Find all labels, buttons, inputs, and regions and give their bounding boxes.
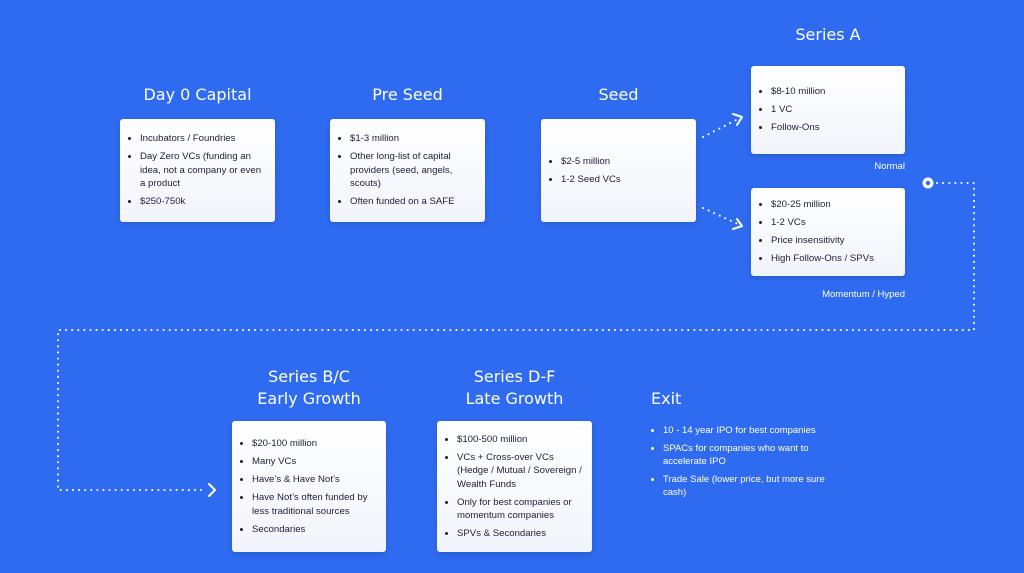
list-item: Price insensitivity [771,234,897,248]
connector-seed-to-normal [702,118,739,138]
stage-card-series-a-normal: $8-10 million 1 VC Follow-Ons [751,66,905,154]
list-item: Other long-list of capital providers (se… [350,150,477,191]
list-item: $1-3 million [350,132,477,146]
stage-title-seed: Seed [598,85,639,104]
stage-card-series-df: $100-500 million VCs + Cross-over VCs (H… [437,421,592,552]
list-item: 1-2 VCs [771,216,897,230]
list-item: Incubators / Foundries [140,132,267,146]
list-item: Have Not’s often funded by less traditio… [252,491,378,518]
stage-card-series-bc: $20-100 million Many VCs Have’s & Have N… [232,421,386,552]
exit-list: 10 - 14 year IPO for best companies SPAC… [649,424,848,504]
list-item: Trade Sale (lower price, but more sure c… [663,473,848,500]
list-item: $20-100 million [252,437,378,451]
list-item: SPVs & Secondaries [457,527,584,541]
list-item: $250-750k [140,195,267,209]
connector-row-wrap [57,182,975,491]
list-item: $8-10 million [771,85,897,99]
list-item: Follow-Ons [771,121,897,135]
list-item: 1 VC [771,103,897,117]
list-item: 10 - 14 year IPO for best companies [663,424,848,438]
arrowhead-hyped [732,218,743,230]
stage-card-seed: $2-5 million 1-2 Seed VCs [541,119,696,222]
list-item: Only for best companies or momentum comp… [457,496,584,523]
arrowhead-normal [732,113,743,126]
list-item: Many VCs [252,455,378,469]
stage-card-series-a-hyped: $20-25 million 1-2 VCs Price insensitivi… [751,188,905,276]
list-item: Secondaries [252,523,378,537]
connector-seed-to-hyped [702,207,739,225]
stage-title-day0: Day 0 Capital [143,85,252,104]
stage-title-exit: Exit [651,389,682,408]
list-item: 1-2 Seed VCs [561,173,688,187]
caption-normal: Normal [874,161,905,172]
list-item: $100-500 million [457,433,584,447]
stage-title-series-a: Series A [795,25,861,44]
list-item: VCs + Cross-over VCs (Hedge / Mutual / S… [457,451,584,492]
stage-title-line: Series D-F [473,367,556,386]
list-item: Have’s & Have Not’s [252,473,378,487]
caption-momentum-hyped: Momentum / Hyped [822,289,905,300]
stage-subtitle-line: Late Growth [465,389,564,408]
arrowhead-series-bc [208,483,216,497]
stage-title-preseed: Pre Seed [372,85,443,104]
list-item: $2-5 million [561,155,688,169]
stage-card-day0: Incubators / Foundries Day Zero VCs (fun… [120,119,275,222]
list-item: Often funded on a SAFE [350,195,477,209]
list-item: Day Zero VCs (funding an idea, not a com… [140,150,267,191]
stage-title-series-bc: Series B/C Early Growth [232,366,386,410]
list-item: High Follow-Ons / SPVs [771,252,897,266]
stage-title-series-df: Series D-F Late Growth [437,366,592,410]
stage-card-preseed: $1-3 million Other long-list of capital … [330,119,485,222]
stage-title-line: Series B/C [268,367,350,386]
list-item: SPACs for companies who want to accelera… [663,442,848,469]
list-item: $20-25 million [771,198,897,212]
stage-subtitle-line: Early Growth [257,389,361,408]
